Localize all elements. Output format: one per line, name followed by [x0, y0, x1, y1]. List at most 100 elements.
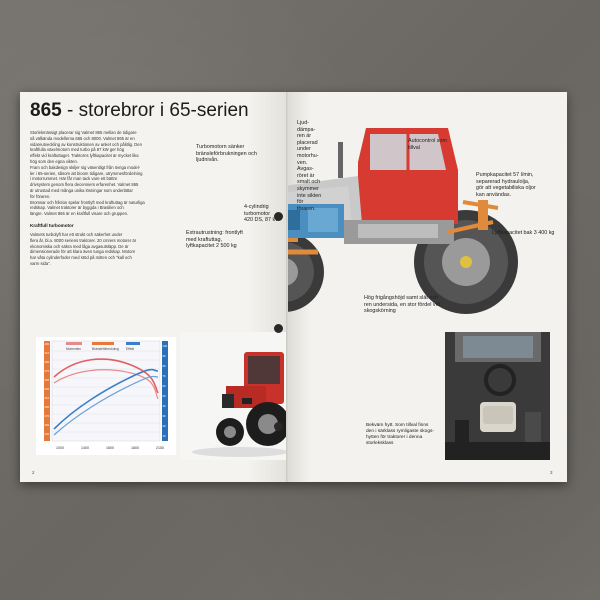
body-line: vidareutveckling av konstruktionen av an… — [30, 141, 142, 147]
label-line: placerad — [297, 139, 318, 146]
x-tick-label: 2150 — [156, 446, 164, 450]
pump-capacity-label: Pumpkapacitet 57 l/min,separerad hydraul… — [476, 172, 536, 198]
left-tick-label: 270 — [45, 414, 50, 418]
body-line: flera år, bl.a. 8000 seriens traktorer. … — [30, 237, 137, 243]
body-line: hög som den egna vikten. — [30, 158, 78, 164]
label-line: ljudnivån. — [196, 157, 219, 164]
left-tick-label: 290 — [45, 405, 50, 409]
label-line: hytten för traktorer i denna — [366, 435, 423, 440]
x-tick-label: 1000 — [56, 446, 64, 450]
label-line: den i särklass rymligaste skogs- — [366, 429, 434, 434]
right-tick-label: 60 — [163, 384, 167, 388]
chart-svg: Momenten Bränsleförbrukning Effekt 1000 1… — [36, 337, 176, 455]
right-tick-label: 80 — [163, 364, 167, 368]
left-tick-label: 370 — [45, 369, 50, 373]
engine-performance-chart: Momenten Bränsleförbrukning Effekt 1000 1… — [36, 337, 176, 455]
label-line: storleksklass — [366, 441, 394, 446]
label-line: Turbomotorn sänker — [196, 144, 245, 150]
label-line: ren undersida, en stor fördel vid — [364, 301, 440, 308]
body-line: så välkända modellerna 665 och 8000. Val… — [30, 135, 135, 141]
label-line: Autocontrol som — [408, 138, 447, 144]
left-tick-label: 330 — [45, 387, 50, 391]
body-line: ler i 65-serien, såsom att bioom tidigar… — [30, 170, 143, 176]
right-tick-label: 100 — [163, 344, 168, 348]
left-tick-label: 410 — [45, 351, 50, 355]
body-line: kraftfulla växelmotorn med turbo på 87 k… — [30, 147, 125, 153]
label-line: separerad hydraulolja, — [476, 178, 530, 185]
torque-curve — [53, 358, 159, 394]
label-line: turbomotor — [244, 210, 271, 217]
label-line: Extrautrustning: frontlyft — [186, 230, 243, 236]
label-line: tillval — [408, 144, 420, 151]
page-number-left: 2 — [32, 470, 35, 475]
tractor-photo-svg — [180, 332, 288, 460]
section-subhead: Kraftfull turbomotor — [30, 223, 74, 228]
left-tick-label: 390 — [45, 360, 50, 364]
right-tick-label: 20 — [163, 424, 167, 428]
cabin-interior-svg — [445, 332, 550, 460]
page-number-right: 3 — [550, 470, 553, 475]
legend-label: Momenten — [66, 347, 81, 351]
body-line: Valmets turbolyft har ett strukt och säk… — [30, 232, 123, 237]
binder-hole — [274, 324, 283, 333]
body-line: effekt vid kraftuttaget. Traktorns lyftk… — [30, 153, 139, 159]
right-tick-label: 50 — [163, 394, 167, 398]
label-line: med kraftuttag, — [186, 236, 222, 243]
body-line: Bromsar och friktion spelar frontlyft me… — [30, 199, 145, 205]
body-line: dimensionerade för att klara även tunga … — [30, 249, 136, 255]
body-line: Storlekmässigt placerar sig Valmet 865 m… — [30, 130, 137, 135]
label-line: inte sikten — [297, 192, 322, 199]
body-line: varm sida". — [30, 260, 51, 266]
left-tick-label: 350 — [45, 378, 50, 382]
headline-number: 865 — [30, 100, 62, 121]
left-tick-label: 430 — [45, 342, 50, 346]
label-line: Hög frigångshöjd samt slät och — [364, 295, 439, 301]
label-line: dämpa- — [297, 126, 316, 133]
legend-label: Effekt — [126, 347, 134, 351]
label-line: ven. — [297, 159, 308, 166]
right-axis-bar — [162, 341, 168, 441]
power-curve — [53, 368, 159, 430]
tractor-photo — [180, 332, 288, 460]
label-line: 4-cylindrig — [244, 204, 269, 210]
right-tick-label: 40 — [163, 404, 167, 408]
x-tick-label: 1600 — [106, 446, 114, 450]
left-tick-label: 310 — [45, 396, 50, 400]
intro-paragraph: Storlekmässigt placerar sig Valmet 865 m… — [30, 130, 170, 217]
legend-label: Bränsleförbrukning — [92, 347, 119, 351]
right-tick-label: 90 — [163, 354, 167, 358]
left-page: 865 - storebror i 65-serien Storlekmässi… — [20, 92, 288, 482]
body-line: i motorrummet. Här får man tack vare ett… — [30, 176, 118, 182]
cabin-interior-photo — [445, 332, 550, 460]
left-tick-label: 250 — [45, 423, 50, 427]
left-tick-label: 230 — [45, 432, 50, 436]
left-axis-ticks: 430 410 390 370 350 330 310 290 270 250 230 — [45, 342, 50, 436]
label-line: för — [297, 199, 304, 206]
label-line: bränsleförbrukningen och — [196, 150, 257, 157]
body-line: ekonomiska och säkra med låga avgasutslä… — [30, 243, 129, 249]
label-line: ren är — [297, 133, 312, 140]
label-line: lyftkapacitet 2 500 kg — [186, 243, 237, 250]
label-line: Bekväm hytt. Som tillval finns — [366, 423, 429, 428]
body-line: drivsystem genom flera decenniers erfare… — [30, 182, 139, 188]
body-line: Fram och bakdesign skiljer sig väsentlig… — [30, 164, 141, 170]
left-axis-bar — [44, 341, 50, 441]
binder-hole — [274, 212, 283, 221]
body-line: för föraren. — [30, 193, 51, 199]
body-line: har våta cylinderfoder med stöd på mitte… — [30, 255, 132, 261]
x-tick-label: 1800 — [131, 446, 139, 450]
tractor-cutaway-illustration — [288, 128, 518, 314]
body-line: redskap. Valmet traktorer är byggda i Br… — [30, 205, 124, 211]
label-line: Pumpkapacitet 57 l/min, — [476, 172, 534, 178]
label-line: under — [297, 146, 311, 153]
label-line: föraren. — [297, 205, 316, 212]
right-tick-label: 10 — [163, 434, 167, 438]
body-line: är utrustad med många unika lösningar so… — [30, 187, 133, 193]
